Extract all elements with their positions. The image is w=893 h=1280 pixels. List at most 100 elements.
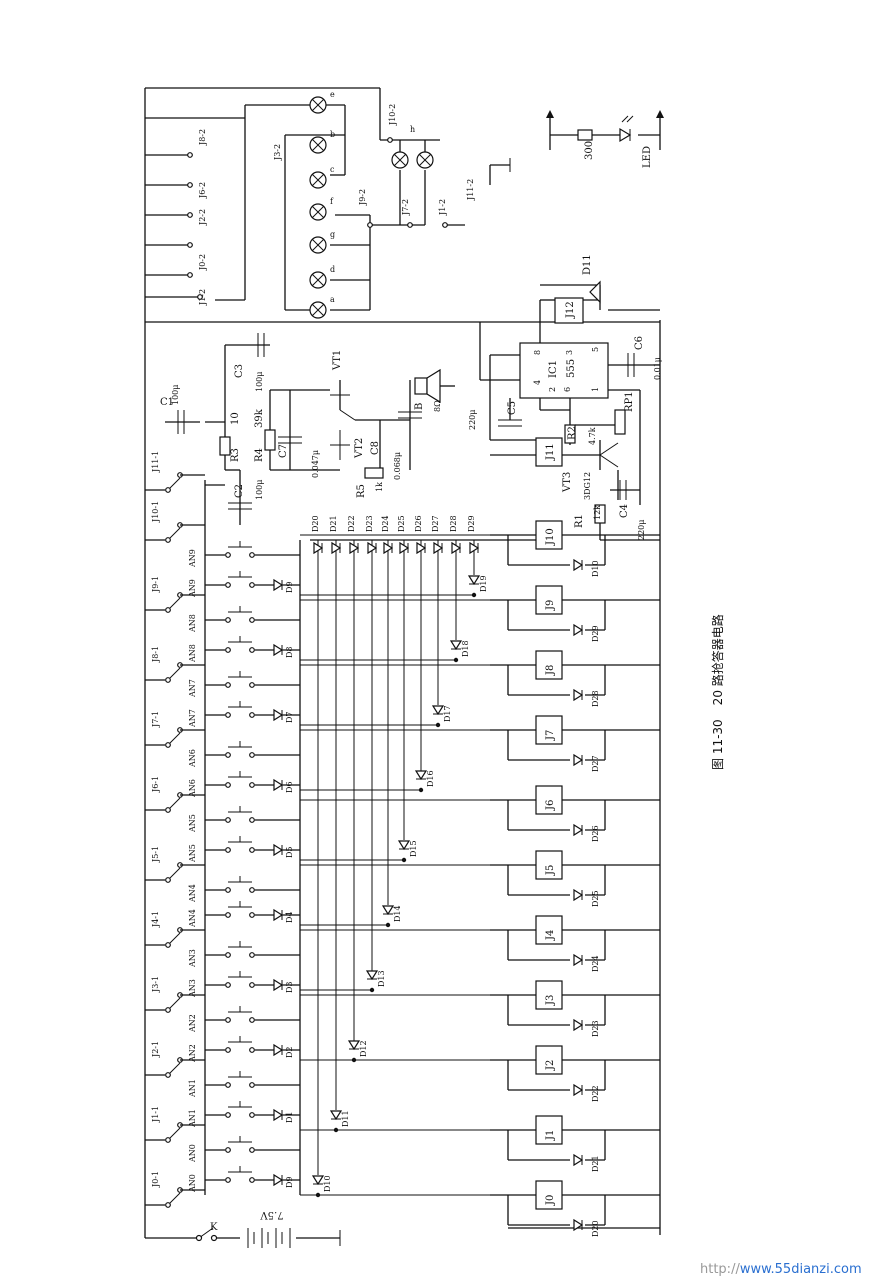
j11-label: J11: [545, 443, 556, 461]
matrix-diode-label-5: D15: [409, 840, 418, 857]
relay-coil-5: [490, 850, 660, 896]
button-node-b-15: [249, 682, 255, 688]
relay-contact-label-5: J5-1: [151, 846, 160, 863]
display-contact-node-3: [187, 242, 193, 248]
relay-contact-label-3: J3-1: [151, 976, 160, 993]
watermark-prefix: http://: [700, 1262, 740, 1277]
push-button-13[interactable]: [205, 741, 300, 756]
push-button-5[interactable]: [205, 1006, 300, 1021]
matrix-diode-label-4: D14: [393, 905, 402, 922]
display-contact-label-8: J7-2: [401, 199, 410, 216]
button-node-a-18: [225, 582, 231, 588]
relay-contact-node-1: [165, 1137, 171, 1143]
coil-diode-label-1: D21: [591, 1155, 600, 1172]
button-node-b-17: [249, 617, 255, 623]
button-node-a-16: [225, 647, 231, 653]
button-node-a-6: [225, 982, 231, 988]
relay-coil-label-4: J4: [545, 930, 556, 941]
coil-diode-label-3: D23: [591, 1020, 600, 1037]
push-button-3[interactable]: [205, 1071, 300, 1086]
figure-title: 20 路抢答器电路: [710, 614, 725, 705]
push-button-17[interactable]: [205, 606, 300, 621]
matrix-diode-5: [397, 840, 411, 851]
bus-diode-9: [469, 541, 480, 555]
display-contact-node-1: [187, 182, 193, 188]
lower-diode-3: [273, 978, 284, 992]
relay-contact-label-4: J4-1: [151, 911, 160, 928]
push-button-11[interactable]: [205, 806, 300, 821]
relay-coil-8: [490, 650, 660, 696]
button-node-b-13: [249, 752, 255, 758]
display-contact-node-2: [187, 212, 193, 218]
matrix-diode-label-3: D13: [377, 970, 386, 987]
relay-contact-node-3: [165, 1007, 171, 1013]
relay-contact-node-9: [165, 607, 171, 613]
bus-diode-3: [367, 541, 378, 555]
lower-diode-label-0: D9: [285, 1176, 294, 1188]
segment-label-5: d: [330, 265, 335, 274]
c4-label: C4: [619, 504, 630, 518]
ic1-label: IC1: [548, 360, 559, 378]
watermark-site[interactable]: www.55dianzi.com: [740, 1262, 862, 1277]
button-node-a-10: [225, 847, 231, 853]
relay-coil-label-3: J3: [545, 995, 556, 1006]
rp1-label: RP1: [624, 391, 635, 412]
matrix-diode-6: [414, 770, 428, 781]
button-node-a-0: [225, 1177, 231, 1183]
speaker-label: B: [414, 403, 425, 410]
relay-contact-label-1: J1-1: [151, 1106, 160, 1123]
matrix-diode-label-0: D10: [323, 1175, 332, 1192]
bus-diode-5: [399, 541, 410, 555]
push-button-19[interactable]: [205, 541, 300, 556]
relay-contact-node-6: [165, 807, 171, 813]
bus-diode-label-5: D25: [397, 515, 406, 532]
segment-label-2: c: [330, 165, 335, 174]
segment-label-1: b: [330, 130, 335, 139]
relay-contact-node-0: [165, 1202, 171, 1208]
coil-diode-label-5: D25: [591, 890, 600, 907]
relay-contact-label-9: J9-1: [151, 576, 160, 593]
segment-lamp-1: [309, 136, 327, 154]
r5-value: 1k: [375, 482, 384, 492]
matrix-diode-label-9: D19: [479, 575, 488, 592]
bus-diode-1: [331, 541, 342, 555]
push-button-1[interactable]: [205, 1136, 300, 1151]
display-contact-node-8: [442, 222, 448, 228]
display-contact-label-0: J8-2: [198, 129, 207, 146]
coil-diode-label-9: D29: [591, 625, 600, 642]
button-label-16: AN8: [188, 644, 197, 663]
button-node-a-19: [225, 552, 231, 558]
relay-coil-9: [490, 585, 660, 631]
push-button-9[interactable]: [205, 876, 300, 891]
button-node-b-12: [249, 782, 255, 788]
matrix-diode-label-7: D17: [443, 705, 452, 722]
segment-label-6: a: [330, 295, 335, 304]
button-node-a-15: [225, 682, 231, 688]
button-node-b-19: [249, 552, 255, 558]
button-node-a-13: [225, 752, 231, 758]
relay-coil-label-1: J1: [545, 1130, 556, 1141]
relay-coil-label-6: J6: [545, 800, 556, 811]
push-button-15[interactable]: [205, 671, 300, 686]
d11-label: D11: [582, 254, 593, 275]
lower-diode-label-7: D7: [285, 711, 294, 723]
button-label-7: AN3: [188, 949, 197, 968]
c2-value: 100μ: [255, 480, 264, 500]
display-contact-label-2: J2-2: [198, 209, 207, 226]
coil-diode-label-4: D24: [591, 955, 600, 972]
display-contact-node-4: [187, 272, 193, 278]
display-contact-label-6: J9-2: [358, 189, 367, 206]
ic1-type: 555: [566, 359, 577, 378]
display-contact-label-4: J1-2: [198, 289, 207, 306]
bus-diode-8: [451, 541, 462, 555]
segment-lamp-4: [309, 236, 327, 254]
button-label-15: AN7: [188, 679, 197, 698]
relay-coil-2: [490, 1045, 660, 1091]
push-button-7[interactable]: [205, 941, 300, 956]
bus-diode-label-4: D24: [381, 515, 390, 532]
lower-diode-label-2: D2: [285, 1046, 294, 1058]
static-wiring: [144, 87, 664, 1248]
relay-coil-label-10: J10: [545, 528, 556, 546]
relay-contact-node-11: [165, 487, 171, 493]
pin-8: 8: [533, 350, 542, 355]
